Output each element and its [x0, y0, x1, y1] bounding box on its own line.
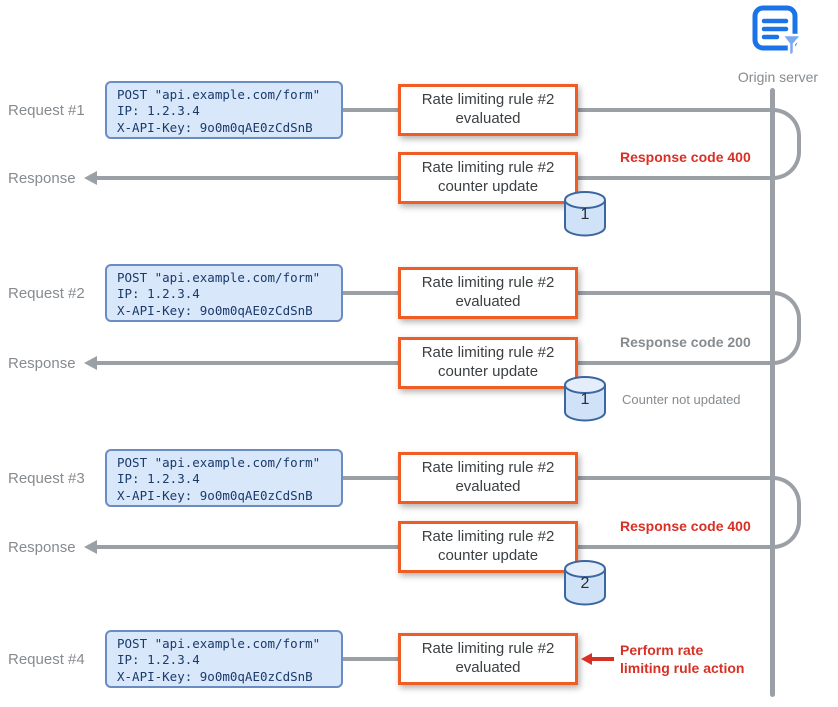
response-code-annotation-3: Response code 400 [620, 518, 751, 534]
counter-note: Counter not updated [622, 392, 741, 407]
payload-line: POST "api.example.com/form" [117, 455, 321, 470]
lane-label-request-4: Request #4 [8, 651, 85, 668]
origin-lifeline [770, 88, 775, 697]
origin-server-actor: Origin server [716, 4, 838, 85]
payload-line: IP: 1.2.3.4 [117, 286, 200, 302]
counter-value-2: 1 [580, 391, 590, 408]
rule-evaluated-box-2: Rate limiting rule #2 evaluated [398, 267, 578, 319]
return-arc-1 [773, 108, 801, 180]
lane-label-request-2: Request #2 [8, 285, 85, 302]
payload-line: IP: 1.2.3.4 [117, 103, 200, 119]
response-arrowhead-2 [84, 356, 97, 370]
payload-line: IP: 1.2.3.4 [117, 471, 200, 487]
response-arrowhead-3 [84, 540, 97, 554]
action-arrowhead [581, 653, 592, 665]
request-payload-4: POST "api.example.com/form" IP: 1.2.3.4 … [105, 630, 343, 688]
counter-database-icon-2: 1 [562, 375, 608, 423]
payload-line: POST "api.example.com/form" [117, 636, 321, 651]
lane-label-request-3: Request #3 [8, 470, 85, 487]
origin-server-label: Origin server [737, 69, 819, 85]
payload-line: X-API-Key: 9o0m0qAE0zCdSnB [117, 487, 313, 503]
return-arc-2 [773, 291, 801, 365]
response-code-annotation-2: Response code 200 [620, 334, 751, 350]
payload-line: POST "api.example.com/form" [117, 270, 321, 285]
action-line [590, 657, 614, 661]
request-payload-1: POST "api.example.com/form" IP: 1.2.3.4 … [105, 81, 343, 139]
counter-update-box-1: Rate limiting rule #2 counter update [398, 152, 578, 204]
response-code-annotation-1: Response code 400 [620, 149, 751, 165]
rule-evaluated-box-1: Rate limiting rule #2 evaluated [398, 84, 578, 136]
payload-line: X-API-Key: 9o0m0qAE0zCdSnB [117, 302, 313, 318]
counter-update-box-2: Rate limiting rule #2 counter update [398, 337, 578, 389]
payload-line: X-API-Key: 9o0m0qAE0zCdSnB [117, 119, 313, 135]
counter-value-3: 2 [580, 575, 590, 592]
lane-label-response-2: Response [8, 355, 76, 372]
rule-evaluated-box-4: Rate limiting rule #2 evaluated [398, 633, 578, 685]
response-arrowhead-1 [84, 171, 97, 185]
rule-evaluated-box-3: Rate limiting rule #2 evaluated [398, 452, 578, 504]
counter-update-box-3: Rate limiting rule #2 counter update [398, 521, 578, 573]
payload-line: POST "api.example.com/form" [117, 87, 321, 102]
lane-label-response-3: Response [8, 539, 76, 556]
counter-database-icon-1: 1 [562, 190, 608, 238]
return-arc-3 [773, 476, 801, 549]
rule-action-annotation: Perform rate limiting rule action [620, 642, 745, 677]
payload-line: X-API-Key: 9o0m0qAE0zCdSnB [117, 668, 313, 684]
request-payload-3: POST "api.example.com/form" IP: 1.2.3.4 … [105, 449, 343, 507]
payload-line: IP: 1.2.3.4 [117, 652, 200, 668]
counter-value-1: 1 [580, 206, 590, 223]
lane-label-request-1: Request #1 [8, 102, 85, 119]
rules-icon [750, 5, 806, 66]
lane-label-response-1: Response [8, 170, 76, 187]
request-payload-2: POST "api.example.com/form" IP: 1.2.3.4 … [105, 264, 343, 322]
counter-database-icon-3: 2 [562, 559, 608, 607]
